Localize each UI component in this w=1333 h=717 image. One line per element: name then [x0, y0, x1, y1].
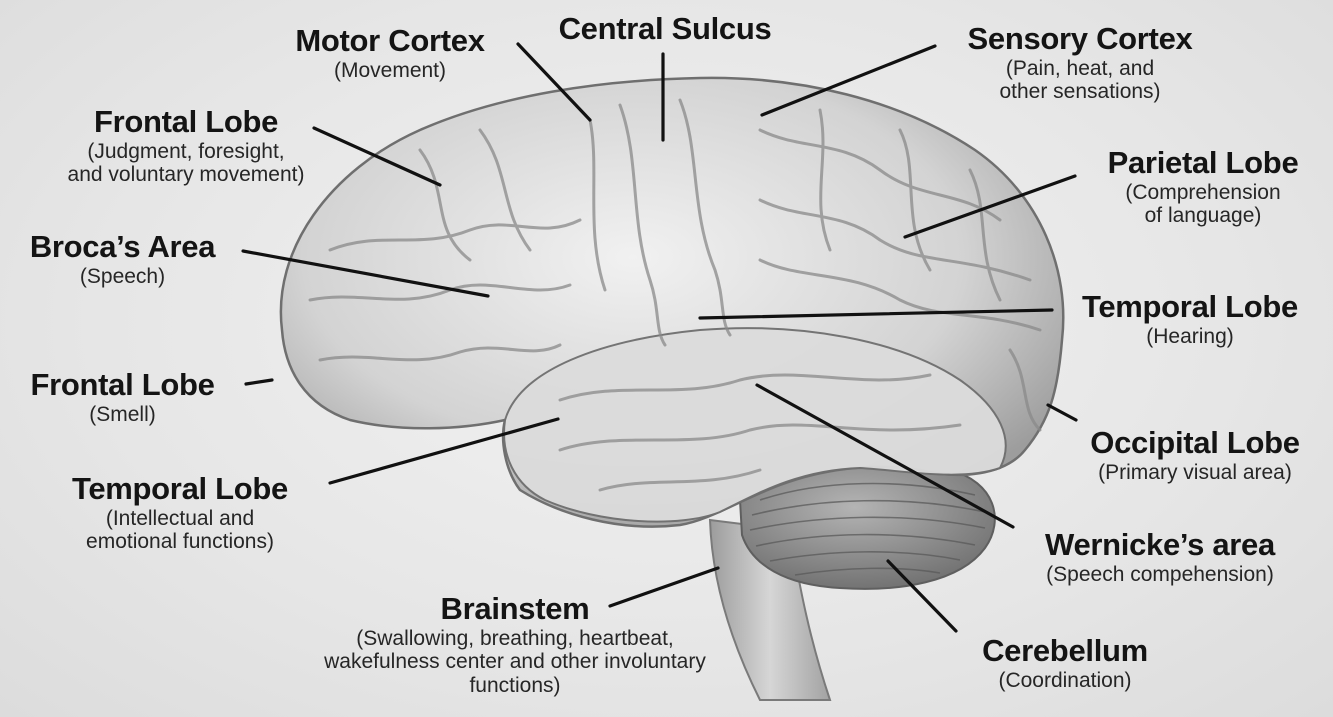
label-title: Frontal Lobe [0, 368, 245, 403]
label-desc: (Coordination) [945, 669, 1185, 693]
label-title: Motor Cortex [270, 24, 510, 59]
label-desc: and voluntary movement) [8, 163, 364, 187]
label-central-sulcus: Central Sulcus [540, 12, 790, 47]
label-desc: (Hearing) [1055, 325, 1325, 349]
label-title: Occipital Lobe [1060, 426, 1330, 461]
label-brocas-area: Broca’s Area (Speech) [0, 230, 245, 288]
label-desc: (Smell) [0, 403, 245, 427]
label-occipital-lobe: Occipital Lobe (Primary visual area) [1060, 426, 1330, 484]
leader-frontal-lobe-lower [246, 380, 272, 384]
label-title: Wernicke’s area [995, 528, 1325, 563]
label-desc: other sensations) [930, 80, 1230, 104]
label-title: Broca’s Area [0, 230, 245, 265]
label-frontal-lobe-upper: Frontal Lobe (Judgment, foresight, and v… [8, 105, 364, 187]
label-wernickes-area: Wernicke’s area (Speech compehension) [995, 528, 1325, 586]
label-desc: (Judgment, foresight, [8, 140, 364, 164]
leader-occipital-lobe [1048, 405, 1076, 420]
label-brainstem: Brainstem (Swallowing, breathing, heartb… [230, 592, 800, 697]
label-desc: (Pain, heat, and [930, 57, 1230, 81]
label-desc: (Comprehension [1078, 181, 1328, 205]
label-sensory-cortex: Sensory Cortex (Pain, heat, and other se… [930, 22, 1230, 104]
label-temporal-lobe-right: Temporal Lobe (Hearing) [1055, 290, 1325, 348]
label-desc: (Intellectual and [30, 507, 330, 531]
label-frontal-lobe-lower: Frontal Lobe (Smell) [0, 368, 245, 426]
label-desc: of language) [1078, 204, 1328, 228]
label-parietal-lobe: Parietal Lobe (Comprehension of language… [1078, 146, 1328, 228]
label-desc: emotional functions) [30, 530, 330, 554]
label-title: Parietal Lobe [1078, 146, 1328, 181]
label-cerebellum: Cerebellum (Coordination) [945, 634, 1185, 692]
label-title: Sensory Cortex [930, 22, 1230, 57]
label-desc: (Speech) [0, 265, 245, 289]
label-desc: wakefulness center and other involuntary [230, 650, 800, 674]
label-title: Temporal Lobe [30, 472, 330, 507]
label-desc: functions) [230, 674, 800, 698]
label-title: Frontal Lobe [8, 105, 364, 140]
label-motor-cortex: Motor Cortex (Movement) [270, 24, 510, 82]
label-desc: (Speech compehension) [995, 563, 1325, 587]
label-title: Cerebellum [945, 634, 1185, 669]
label-title: Temporal Lobe [1055, 290, 1325, 325]
label-desc: (Primary visual area) [1060, 461, 1330, 485]
label-temporal-lobe-left: Temporal Lobe (Intellectual and emotiona… [30, 472, 330, 554]
label-desc: (Swallowing, breathing, heartbeat, [230, 627, 800, 651]
label-title: Brainstem [230, 592, 800, 627]
label-title: Central Sulcus [540, 12, 790, 47]
label-desc: (Movement) [270, 59, 510, 83]
